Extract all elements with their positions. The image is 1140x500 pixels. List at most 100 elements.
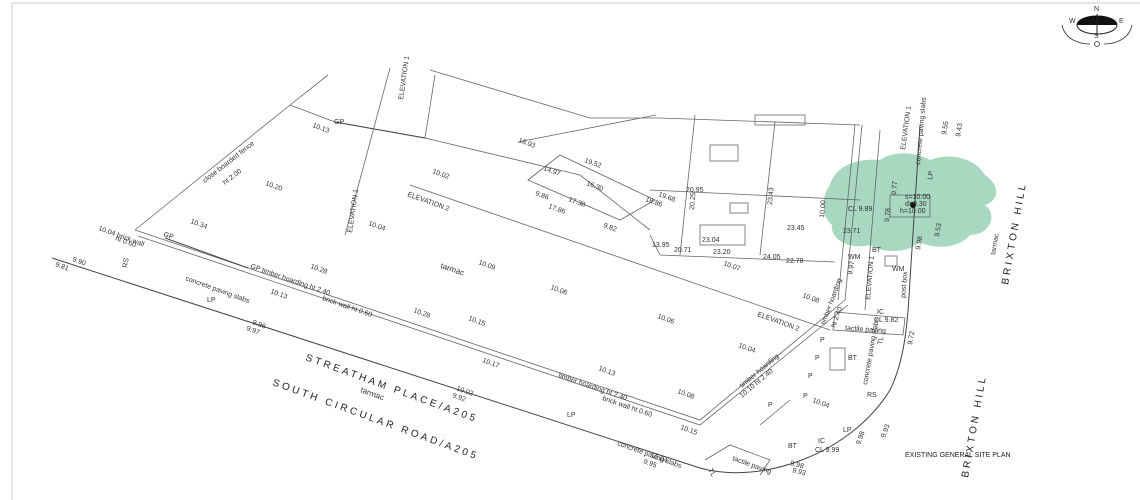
spot-level: 23.20 bbox=[713, 249, 731, 256]
label: post box bbox=[900, 271, 909, 298]
label: LP bbox=[927, 170, 935, 180]
label: ELEVATION 1 bbox=[900, 106, 913, 151]
spot-level: 23.45 bbox=[787, 225, 805, 232]
spot-level: 9.93 bbox=[791, 467, 806, 477]
label: RS bbox=[867, 392, 877, 399]
spot-level: 20.25 bbox=[689, 192, 698, 210]
tree-label-box bbox=[889, 194, 931, 218]
label: P bbox=[820, 337, 825, 344]
spot-level: 20.71 bbox=[674, 247, 692, 254]
label: LP bbox=[567, 412, 576, 419]
spot-level: 10.13 bbox=[311, 122, 330, 135]
label: brick wall ht 0.60 bbox=[601, 395, 653, 419]
spot-level: 10.04 bbox=[737, 342, 756, 355]
spot-level: 10.13 bbox=[597, 365, 616, 378]
spot-level: 10.13 bbox=[269, 288, 288, 301]
label: ELEVATION 1 bbox=[347, 189, 360, 234]
spot-level: 9.95 bbox=[642, 458, 657, 469]
elevation-1-line bbox=[344, 67, 391, 236]
road-name-streatham-place: STREATHAM PLACE/A205 bbox=[304, 352, 479, 425]
spot-level: 17.38 bbox=[567, 196, 586, 209]
label: ELEVATION 1 bbox=[398, 56, 411, 101]
spot-level: 9.98 bbox=[855, 430, 866, 445]
label: ht 2.00 bbox=[222, 168, 243, 187]
spot-level: 10.08 bbox=[801, 292, 820, 305]
spot-level: 9.97 bbox=[245, 325, 260, 336]
spot-level: 16.30 bbox=[585, 180, 604, 193]
compass-n: N bbox=[1094, 6, 1099, 13]
spot-level: 23.71 bbox=[843, 228, 861, 235]
label: IC bbox=[818, 438, 825, 445]
tree-canopy bbox=[823, 153, 997, 251]
surface-label: tarmac bbox=[439, 261, 465, 277]
spot-level: 14.97 bbox=[542, 165, 561, 178]
elevation-1-line-right bbox=[864, 129, 881, 311]
spot-level: 10.28 bbox=[309, 263, 328, 276]
gate-north bbox=[334, 121, 426, 139]
drawing-title: EXISTING GENERAL SITE PLAN bbox=[905, 452, 1011, 459]
building-line bbox=[759, 121, 776, 256]
label: h=10.00 bbox=[900, 208, 926, 215]
rear-boundary bbox=[429, 69, 861, 126]
label: s=10.00 bbox=[905, 194, 930, 201]
label: P bbox=[808, 373, 813, 380]
label: ELEVATION 1 bbox=[865, 256, 876, 301]
spot-level: 10.15 bbox=[467, 315, 486, 328]
spot-level: 9.98 bbox=[789, 460, 804, 470]
building-line bbox=[679, 114, 696, 256]
building-line bbox=[649, 234, 836, 263]
boundary-line bbox=[844, 124, 863, 301]
spot-level: 24.05 bbox=[763, 254, 781, 261]
spot-level: 9.53 bbox=[934, 223, 943, 238]
kerb-line-street bbox=[51, 124, 921, 474]
label: concrete paving slabs bbox=[184, 275, 250, 305]
compass-rose-icon: N S E W bbox=[1061, 6, 1133, 47]
spot-level: 9.82 bbox=[602, 222, 617, 233]
label: TL bbox=[706, 468, 716, 479]
label: timber hoarding ht 2.40 bbox=[557, 372, 627, 402]
label: BT bbox=[788, 443, 798, 450]
spot-level: 13.95 bbox=[652, 242, 670, 249]
spot-level: 10.06 bbox=[656, 313, 675, 326]
compass-w: W bbox=[1069, 18, 1076, 25]
spot-level: 20.95 bbox=[686, 187, 704, 194]
label: d=0.30 bbox=[905, 201, 927, 208]
spot-level: 9.86 bbox=[534, 190, 549, 201]
building-outline bbox=[729, 202, 749, 214]
tactile-paving-area-2 bbox=[704, 444, 771, 476]
label: CL 9.99 bbox=[815, 447, 839, 454]
label: GP bbox=[334, 119, 344, 126]
label: ELEVATION 2 bbox=[756, 311, 800, 333]
brick-wall-line bbox=[137, 235, 849, 426]
spot-level: 22.78 bbox=[786, 258, 804, 265]
line bbox=[759, 399, 791, 426]
spot-level: 9.96 bbox=[251, 319, 266, 330]
tree-trunk bbox=[910, 202, 916, 208]
spot-level: 10.09 bbox=[477, 259, 496, 272]
spot-level: 10.07 bbox=[722, 260, 741, 273]
spot-level: 19.52 bbox=[583, 157, 602, 170]
label: CL 9.89 bbox=[848, 206, 872, 213]
building-outline bbox=[527, 154, 656, 221]
spot-level: 10.28 bbox=[412, 307, 431, 320]
spot-level: 10.04 bbox=[811, 397, 830, 410]
spot-level: 9.98 bbox=[915, 236, 924, 251]
spot-level: 10.34 bbox=[189, 218, 208, 231]
bt-box bbox=[884, 255, 898, 267]
compass-s: S bbox=[1094, 33, 1099, 40]
building-outline bbox=[709, 144, 739, 162]
surface-label: tarmac bbox=[990, 233, 1001, 256]
boundary-segment bbox=[424, 74, 436, 139]
label: BT bbox=[848, 355, 858, 362]
label: ELEVATION 2 bbox=[406, 191, 450, 213]
label: P bbox=[815, 355, 820, 362]
spot-level: 9.43 bbox=[955, 123, 964, 138]
spot-level: 9.90 bbox=[71, 256, 86, 267]
spot-level: 10.15 bbox=[679, 424, 698, 437]
label: TL bbox=[877, 336, 885, 345]
boundary-line bbox=[837, 124, 856, 301]
spot-level: 23.43 bbox=[767, 187, 776, 205]
timber-hoarding-line bbox=[134, 229, 846, 421]
spot-level: 9.78 bbox=[884, 208, 892, 222]
